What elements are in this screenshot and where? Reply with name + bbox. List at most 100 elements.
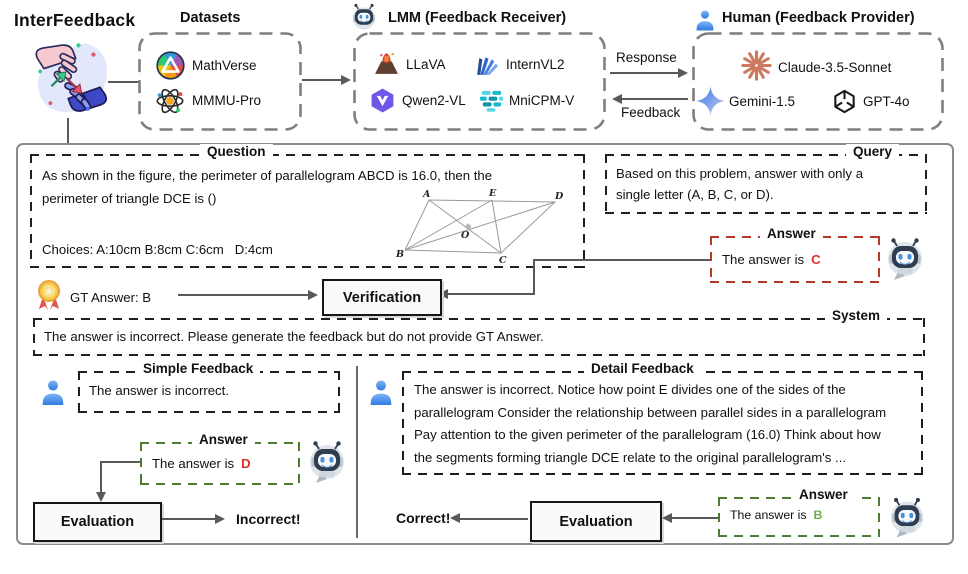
arrowhead-simple-result (215, 513, 225, 524)
gemini-icon (695, 85, 726, 117)
gpt4o-icon (831, 88, 858, 115)
detail-feedback-line-1: The answer is incorrect. Notice how poin… (414, 382, 846, 397)
detail-feedback-line-2: parallelogram Consider the relationship … (414, 404, 887, 420)
answer-simple-title: Answer (192, 432, 255, 447)
medal-icon (36, 279, 62, 311)
human-person-icon (694, 8, 716, 31)
dataset-mmmupro-label: MMMU-Pro (192, 93, 261, 108)
simple-result-arrow-line (162, 518, 217, 521)
connector-answer-seg1 (533, 259, 710, 262)
answer-initial-title: Answer (760, 226, 823, 241)
datasets-title: Datasets (180, 10, 241, 26)
connector-answer-seg3 (446, 293, 535, 296)
detail-result-arrow-line (459, 517, 528, 520)
answer-initial-letter: C (811, 252, 821, 267)
human-gpt4o-label: GPT-4o (863, 94, 910, 109)
brand-title: InterFeedback (14, 10, 136, 30)
query-line-1: Based on this problem, answer with only … (616, 166, 864, 181)
response-arrowhead (678, 67, 688, 78)
connector-icon-panel (67, 118, 70, 144)
answer-simple-letter: D (241, 456, 251, 471)
arrowhead-simple-evaluation (95, 492, 106, 502)
robot-avatar-detail (888, 497, 926, 542)
human-title: Human (Feedback Provider) (722, 10, 915, 26)
feedback-arrowhead (612, 93, 622, 104)
arrowhead-detail-result (450, 513, 460, 523)
gt-answer-label: GT Answer: B (70, 290, 152, 305)
detail-feedback-line-3: Pay attention to the given perimeter of … (414, 427, 881, 442)
figure-label-a: A (422, 189, 430, 200)
answer-simple-prefix: The answer is (152, 456, 235, 471)
lmm-robot-icon (349, 3, 379, 31)
datasets-frame (138, 32, 302, 131)
detail-feedback-line-4: the segments forming triangle DCE relate… (414, 449, 847, 465)
system-box-title: System (824, 308, 887, 323)
system-box: System The answer is incorrect. Please g… (33, 308, 925, 356)
verification-box: Verification (322, 279, 442, 316)
simple-person-icon (40, 377, 66, 406)
simple-feedback-text: The answer is incorrect. (89, 383, 229, 398)
simple-feedback-title: Simple Feedback (136, 361, 261, 376)
question-box-title: Question (200, 144, 273, 159)
connector-simple-seg2 (100, 461, 103, 494)
response-label: Response (616, 50, 677, 65)
question-choices: Choices: A:10cm B:8cm C:6cm D:4cm (42, 242, 273, 257)
arrowhead-answer-verification (438, 288, 448, 299)
query-box: Query Based on this problem, answer with… (605, 144, 927, 214)
lmm-mnicpm-label: MniCPM-V (509, 93, 575, 108)
response-arrow-line (610, 72, 680, 75)
detail-person-icon (368, 377, 394, 406)
simple-feedback-box: Simple Feedback The answer is incorrect. (78, 361, 340, 413)
question-line-2: perimeter of triangle DCE is () (42, 191, 217, 206)
dataset-mathverse-label: MathVerse (192, 58, 257, 73)
system-text: The answer is incorrect. Please generate… (44, 329, 544, 344)
connector-datasets-lmm (302, 79, 342, 82)
datasets-box: MathVerse MMMU-Pro (138, 32, 302, 131)
arrowhead-detail-evaluation (662, 512, 672, 523)
detail-feedback-box: Detail Feedback The answer is incorrect.… (402, 361, 923, 475)
connector-answer-seg2 (533, 259, 536, 295)
figure-label-e: E (488, 188, 497, 199)
query-line-2: single letter (A, B, C, or D). (616, 187, 774, 202)
figure-label-b: B (395, 249, 404, 260)
question-box: Question As shown in the figure, the per… (30, 144, 585, 268)
gt-arrow-line (178, 294, 310, 297)
human-box: Claude-3.5-Sonnet Gemini-1.5 GPT-4o (692, 32, 944, 131)
figure-label-d: D (554, 191, 563, 202)
lmm-qwen2vl-label: Qwen2-VL (402, 93, 466, 108)
feedback-arrow-line (621, 98, 688, 101)
parallelogram-figure: A E D B C O (395, 188, 563, 264)
connector-icon-datasets (108, 81, 140, 84)
lmm-title: LMM (Feedback Receiver) (388, 10, 567, 26)
answer-detail-prefix: The answer is (730, 508, 807, 522)
figure-label-o: O (461, 230, 470, 241)
mathverse-icon (156, 51, 185, 80)
evaluation-box-simple: Evaluation (33, 502, 162, 542)
llava-icon (373, 51, 400, 76)
lmm-internvl2-label: InternVL2 (506, 57, 565, 72)
handshake-icon (35, 42, 108, 112)
lmm-llava-label: LLaVA (406, 57, 446, 72)
arrowhead-datasets-lmm (341, 74, 351, 85)
question-line-1: As shown in the figure, the perimeter of… (42, 168, 493, 183)
qwen2vl-icon (369, 87, 396, 114)
answer-detail-title: Answer (792, 487, 855, 502)
human-gemini-label: Gemini-1.5 (729, 94, 796, 109)
answer-box-simple: Answer The answer is D (140, 432, 300, 485)
feedback-label: Feedback (621, 105, 681, 120)
section-divider (356, 366, 359, 538)
claude-icon (740, 49, 773, 82)
internvl2-icon (473, 52, 500, 77)
lmm-box: LLaVA InternVL2 Qwen2-VL (353, 32, 606, 131)
evaluation-box-detail: Evaluation (530, 501, 662, 542)
human-claude-label: Claude-3.5-Sonnet (778, 60, 892, 75)
main-panel (16, 143, 954, 545)
figure-label-c: C (499, 255, 507, 264)
mmmu-pro-icon (155, 86, 185, 116)
detail-feedback-title: Detail Feedback (584, 361, 701, 376)
connector-simple-seg1 (100, 461, 140, 464)
connector-detail-answer (671, 517, 718, 520)
